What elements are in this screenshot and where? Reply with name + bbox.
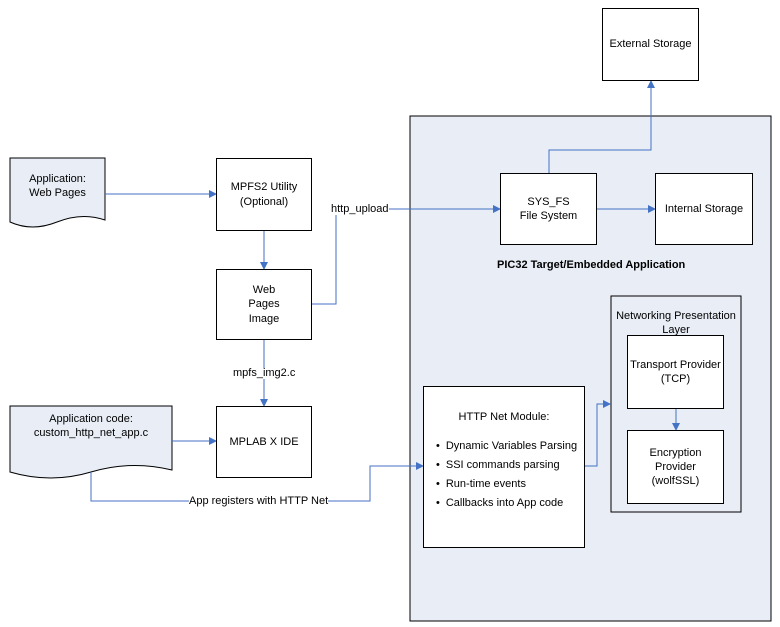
edge-label-app-registers: App registers with HTTP Net (189, 495, 329, 507)
http-module-item: Callbacks into App code (436, 494, 577, 513)
edge-label-http-upload: http_upload (331, 203, 389, 215)
edge-http-networking (585, 400, 611, 467)
transport-provider-node: Transport Provider (TCP) (627, 335, 724, 409)
doc-shape-app-code (9, 405, 173, 479)
edge-appcode-http (90, 462, 424, 502)
mplab-node: MPLAB X IDE (216, 406, 312, 478)
web-pages-image-node: Web Pages Image (216, 269, 312, 340)
http-module-list: Dynamic Variables ParsingSSI commands pa… (436, 437, 577, 513)
mpfs2-utility-node: MPFS2 Utility (Optional) (216, 158, 312, 231)
external-storage-node: External Storage (602, 8, 699, 81)
edge-label-mpfs-img2: mpfs_img2.c (233, 367, 296, 379)
encryption-provider-node: Encryption Provider (wolfSSL) (627, 430, 724, 504)
internal-storage-node: Internal Storage (655, 173, 753, 245)
http-net-module-node: HTTP Net Module: Dynamic Variables Parsi… (423, 386, 585, 548)
external-storage-label: External Storage (609, 38, 692, 51)
http-module-item: Run-time events (436, 475, 577, 494)
encryption-provider-label: Encryption Provider (wolfSSL) (649, 446, 702, 488)
http-module-item: SSI commands parsing (436, 456, 577, 475)
pic32-title: PIC32 Target/Embedded Application (497, 259, 686, 271)
app-web-pages-label: Application: Web Pages (29, 173, 86, 200)
app-code-label: Application code: custom_http_net_app.c (33, 413, 149, 440)
sys-fs-node: SYS_FS File System (500, 173, 597, 245)
mplab-label: MPLAB X IDE (229, 435, 299, 448)
http-module-item: Dynamic Variables Parsing (436, 437, 577, 456)
mpfs2-utility-label: MPFS2 Utility (Optional) (230, 181, 298, 208)
transport-provider-label: Transport Provider (TCP) (630, 358, 721, 385)
doc-shape-web-pages (9, 157, 106, 228)
internal-storage-label: Internal Storage (664, 202, 744, 215)
web-pages-image-label: Web Pages Image (248, 284, 280, 325)
edge-image-sysfs (312, 205, 501, 305)
networking-layer-label: Networking Presentation Layer (616, 310, 736, 337)
edge-sysfs-external (548, 80, 655, 173)
http-module-title: HTTP Net Module: (458, 411, 550, 423)
sys-fs-label: SYS_FS File System (519, 195, 578, 222)
